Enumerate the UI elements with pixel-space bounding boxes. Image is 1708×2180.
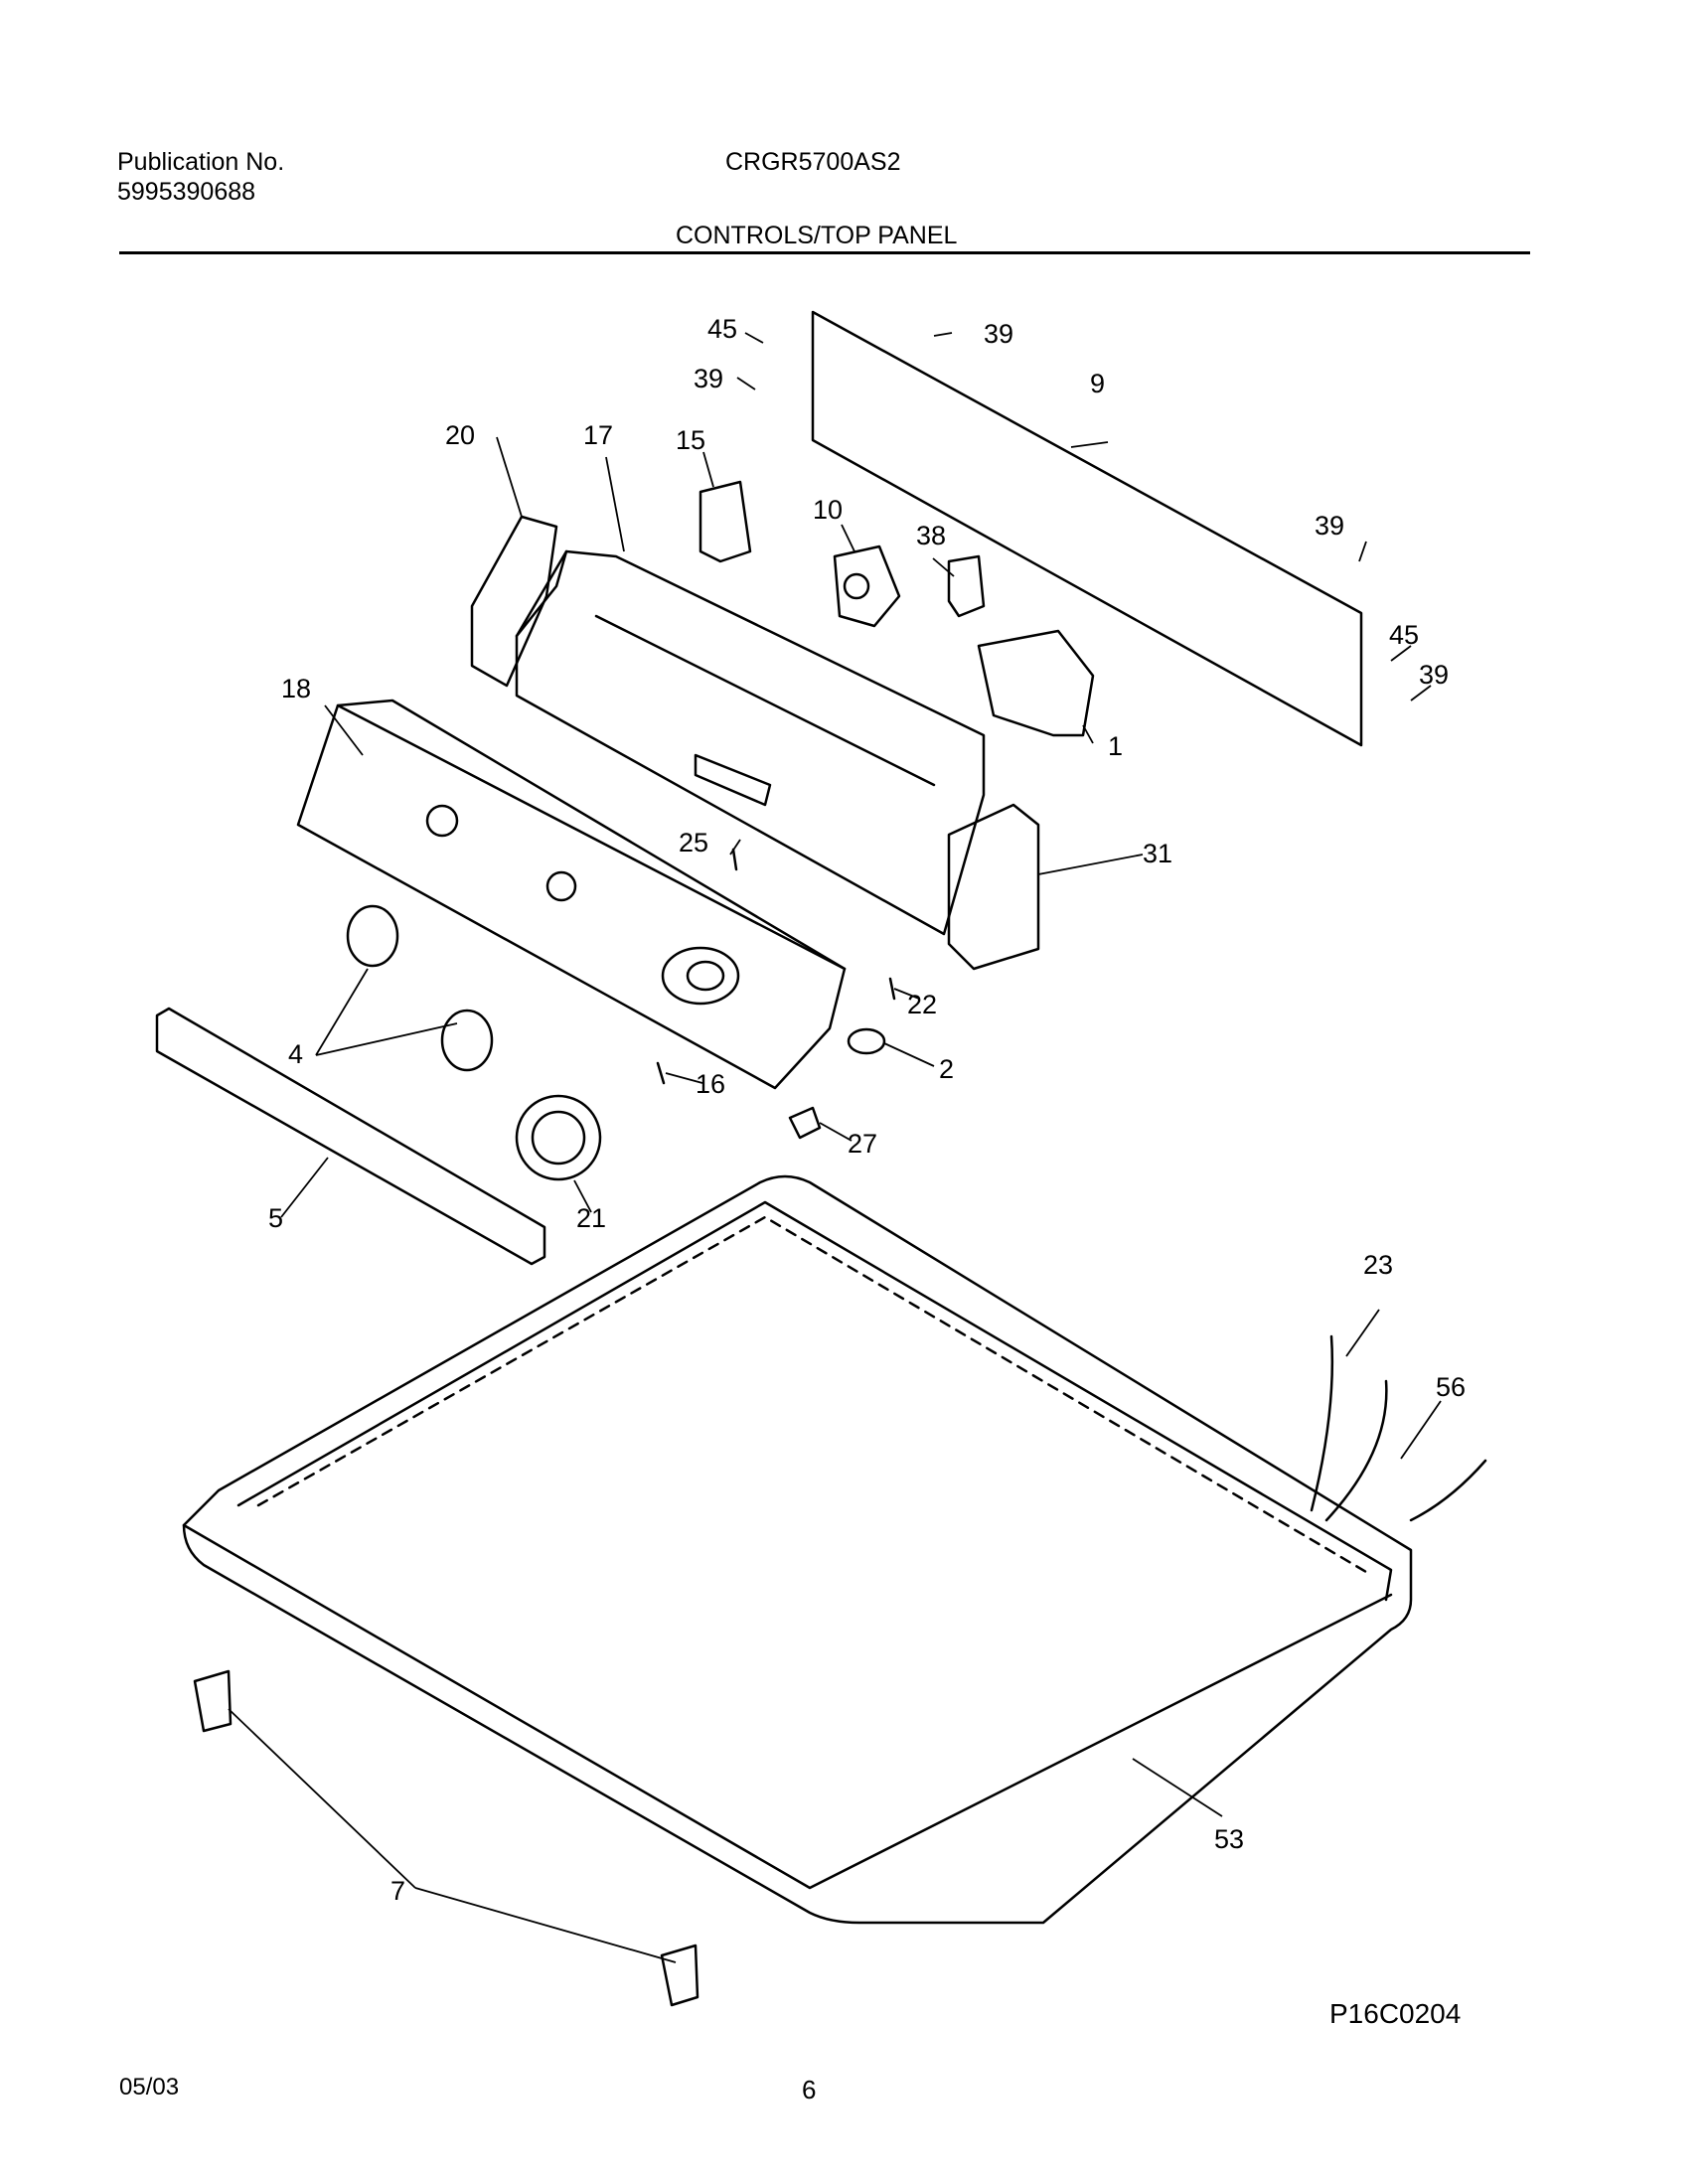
part-screw-16 [656, 1061, 666, 1085]
callout-39-right-lower: 39 [1419, 660, 1449, 690]
part-bushing [847, 1027, 886, 1055]
footer-page-number: 6 [802, 2075, 817, 2104]
part-control-module [977, 629, 1095, 737]
callout-45-right: 45 [1389, 620, 1419, 650]
figure-code: P16C0204 [1329, 1998, 1462, 2029]
callout-39-left: 39 [694, 364, 723, 393]
console-display-window [694, 753, 772, 807]
callout-27: 27 [848, 1129, 877, 1159]
callout-7: 7 [390, 1876, 405, 1906]
callout-2: 2 [939, 1054, 954, 1084]
part-top-panel [182, 1174, 1413, 1925]
part-screw-22 [888, 977, 896, 1001]
callout-4: 4 [288, 1039, 303, 1069]
callout-5: 5 [268, 1203, 283, 1233]
publication-label: Publication No. [117, 148, 285, 176]
callout-39-right-upper: 39 [1315, 511, 1344, 541]
callout-16: 16 [696, 1069, 725, 1099]
part-control-console [515, 549, 986, 936]
callout-56: 56 [1436, 1372, 1466, 1402]
callout-1: 1 [1108, 731, 1123, 761]
header-rule [119, 251, 1530, 254]
callout-10: 10 [813, 495, 843, 525]
callout-9: 9 [1090, 369, 1105, 398]
part-screw-25 [731, 848, 738, 871]
callout-15: 15 [676, 425, 705, 455]
callout-21: 21 [576, 1203, 606, 1233]
section-title: CONTROLS/TOP PANEL [676, 222, 958, 249]
part-timer [833, 545, 901, 628]
part-large-knob [515, 1094, 602, 1181]
part-knob-a [346, 904, 399, 968]
callout-45-top: 45 [707, 314, 737, 344]
callout-38: 38 [916, 521, 946, 550]
part-wire-harness [1310, 1334, 1334, 1512]
callout-20: 20 [445, 420, 475, 450]
model-number: CRGR5700AS2 [725, 148, 901, 176]
part-switch [699, 480, 752, 563]
callout-39-top: 39 [984, 319, 1013, 349]
callout-53: 53 [1214, 1824, 1244, 1854]
callout-31: 31 [1143, 839, 1172, 868]
callout-22: 22 [907, 990, 937, 1019]
part-knob-b [440, 1009, 494, 1072]
callout-23: 23 [1363, 1250, 1393, 1280]
publication-number: 5995390688 [117, 178, 256, 206]
footer-date: 05/03 [119, 2074, 180, 2101]
callout-25: 25 [679, 828, 708, 857]
part-bracket [788, 1106, 822, 1140]
part-right-end-cap [947, 803, 1040, 971]
callout-17: 17 [583, 420, 613, 450]
part-glide-front [193, 1669, 233, 1733]
callout-18: 18 [281, 674, 311, 703]
part-rear-panel [811, 310, 1363, 747]
part-trim-strip [155, 1007, 546, 1266]
part-relay [947, 554, 986, 618]
part-glide-rear [660, 1944, 699, 2007]
